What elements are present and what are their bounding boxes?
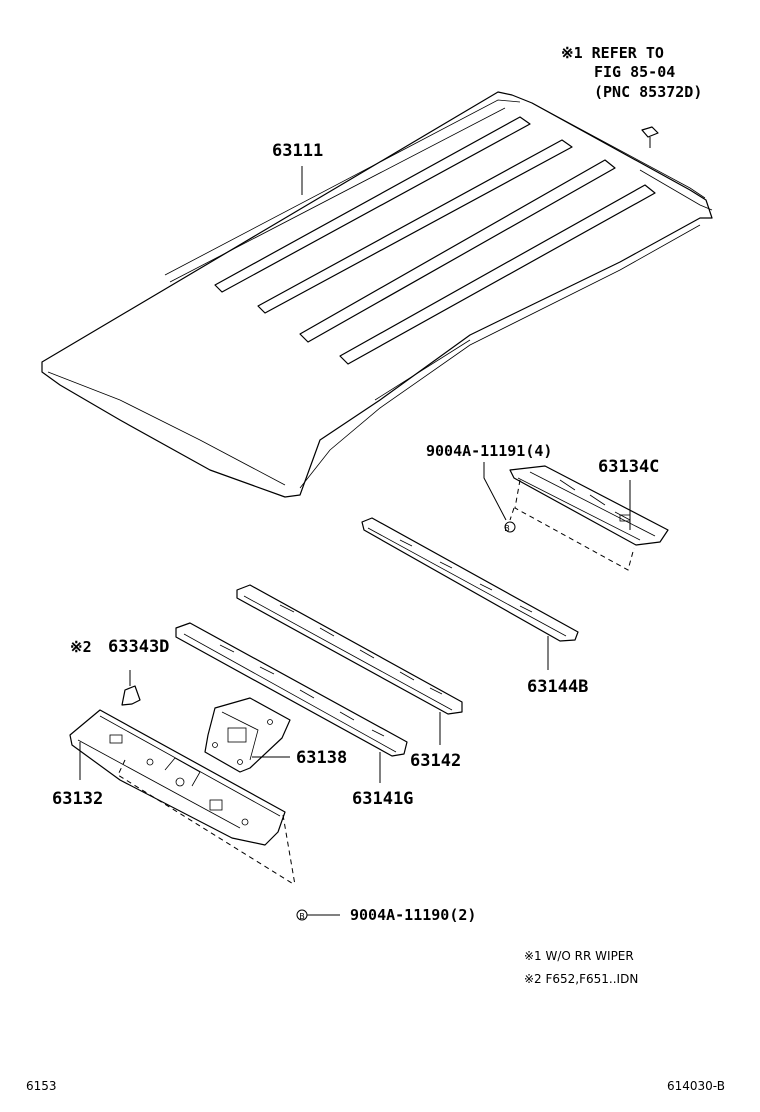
rear-rail-drawing (509, 465, 669, 546)
label-bolt-rear: 9004A-11191(4) (426, 442, 552, 460)
label-63343d: 63343D (108, 637, 169, 657)
center-bracket-drawing (204, 697, 291, 773)
label-63144b: 63144B (527, 677, 588, 697)
footnote-1: ※1 W/O RR WIPER (524, 949, 634, 963)
refer-note-line3: (PNC 85372D) (594, 83, 702, 101)
refer-note-line2: FIG 85-04 (594, 63, 675, 81)
roof-bow-front-drawing (175, 622, 408, 757)
footer-right-code: 614030-B (667, 1079, 725, 1093)
callout-mark-rear: B (504, 524, 510, 533)
label-63132: 63132 (52, 789, 103, 809)
callout-mark-front: B (299, 912, 305, 921)
small-bracket-drawing (121, 685, 141, 706)
label-63111: 63111 (272, 141, 323, 161)
footer-left-code: 6153 (26, 1079, 57, 1093)
label-63141g: 63141G (352, 789, 413, 809)
label-note2-mark: ※2 (70, 638, 92, 656)
plug-drawing (641, 126, 659, 138)
refer-note-line1: ※1 REFER TO (561, 44, 664, 62)
label-63138: 63138 (296, 748, 347, 768)
roof-panel-drawing (41, 91, 713, 498)
front-rail-drawing (69, 709, 286, 846)
label-bolt-front: 9004A-11190(2) (350, 906, 476, 924)
roof-bow-rear-drawing (361, 517, 579, 642)
roof-bow-mid-drawing (236, 584, 463, 715)
label-63142: 63142 (410, 751, 461, 771)
label-63134c: 63134C (598, 457, 659, 477)
footnote-2: ※2 F652,F651..IDN (524, 972, 638, 986)
